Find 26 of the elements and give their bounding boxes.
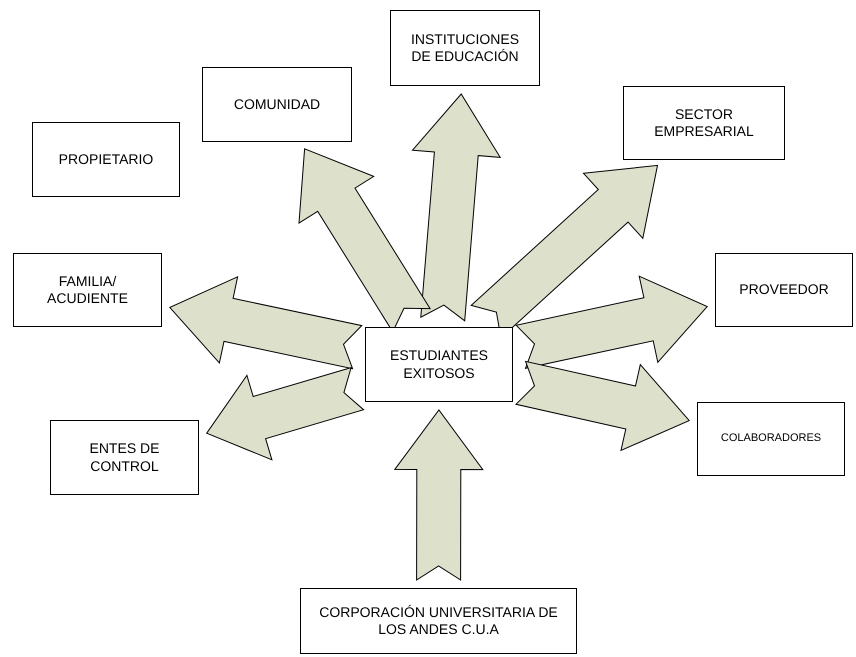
entity-box [390, 10, 540, 86]
box-label: PROVEEDOR [739, 281, 829, 299]
entity-box [300, 588, 577, 654]
box-label: PROPIETARIO [58, 150, 154, 168]
block-arrow [206, 366, 365, 461]
entity-box [13, 253, 162, 327]
entity-box [50, 420, 199, 495]
entity-box [32, 122, 180, 197]
box-label: ESTUDIANTES EXITOSOS [388, 347, 489, 382]
entity-box [715, 253, 853, 327]
box-label: ENTES DE CONTROL [88, 440, 160, 475]
box-label: INSTITUCIONES DE EDUCACIÓN [410, 30, 520, 66]
block-arrow [168, 276, 363, 370]
entity-box [697, 402, 845, 476]
entity-box [365, 327, 513, 402]
box-label: FAMILIA/ ACUDIENTE [46, 272, 129, 308]
block-arrow [515, 275, 708, 369]
box-label: COLABORADORES [720, 432, 822, 446]
block-arrow [515, 360, 690, 452]
block-arrow [411, 93, 502, 322]
entity-box [623, 86, 785, 160]
box-label: COMUNIDAD [234, 96, 320, 114]
entity-box [202, 67, 352, 142]
box-label: CORPORACIÓN UNIVERSITARIA DE LOS ANDES C.U.A [318, 604, 559, 638]
box-label: SECTOR EMPRESARIAL [653, 106, 755, 140]
block-arrow [394, 409, 484, 581]
